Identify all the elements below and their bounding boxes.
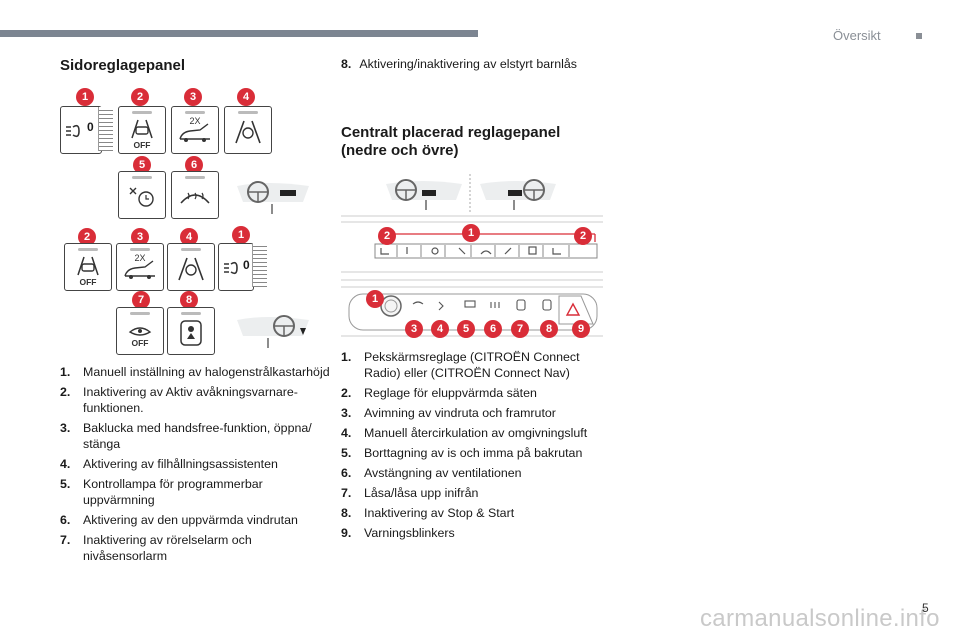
list-item: 8.Inaktivering av Stop & Start: [341, 506, 515, 520]
list-item: 5.Kontrollampa för programmerbar uppvärm…: [60, 477, 263, 507]
callout-badge: 1: [76, 88, 94, 106]
zero-label: 0: [243, 258, 250, 272]
child-lock-button: [167, 307, 215, 355]
lane-keeping-button: [167, 243, 215, 291]
tailgate-button: 2X: [171, 106, 219, 154]
list-item: 6.Avstängning av ventilationen: [341, 466, 522, 480]
heading-side-panel: Sidoreglagepanel: [60, 57, 186, 74]
side-panel-legend: 1.Manuell inställning av halogenstrålkas…: [60, 364, 330, 568]
callout-badge: 1: [462, 224, 480, 242]
callout-badge: 3: [184, 88, 202, 106]
list-item: 2.Inaktivering av Aktiv avåkningsvarnare…: [60, 385, 298, 415]
list-item: 2.Reglage för eluppvärmda säten: [341, 386, 537, 400]
list-item: 4.Aktivering av filhållningsassistenten: [60, 457, 278, 471]
alarm-icon: [128, 327, 152, 336]
lane-warning-icon: [131, 119, 153, 139]
callout-badge: 1: [232, 226, 250, 244]
fan-clock-icon: [129, 187, 154, 207]
steering-wheel-location-icon: [237, 315, 309, 348]
lane-departure-off-button: OFF: [118, 106, 166, 154]
lane-departure-off-button: OFF: [64, 243, 112, 291]
headlamp-level-button: [218, 243, 254, 291]
list-item: 1.Pekskärmsreglage (CITROËN Connect Radi…: [341, 350, 580, 380]
lane-keep-icon: [235, 120, 261, 144]
watermark: carmanualsonline.info: [700, 605, 940, 632]
lane-keep-icon: [178, 257, 204, 281]
callout-badge: 2: [131, 88, 149, 106]
steering-wheel-location-icon: [237, 181, 309, 214]
callout-badge: 4: [431, 320, 449, 338]
zero-label: 0: [87, 120, 94, 134]
callout-badge: 9: [572, 320, 590, 338]
list-item: 8.Aktivering/inaktivering av elstyrt bar…: [341, 57, 577, 71]
callout-badge: 1: [366, 290, 384, 308]
list-item: 6.Aktivering av den uppvärmda vindrutan: [60, 513, 298, 527]
callout-badge: 6: [185, 156, 203, 174]
callout-badge: 4: [237, 88, 255, 106]
thumbwheel-grille: [98, 107, 113, 151]
thumbwheel-grille: [252, 243, 267, 287]
callout-badge: 5: [133, 156, 151, 174]
callout-badge: 6: [484, 320, 502, 338]
callout-badge: 5: [457, 320, 475, 338]
heated-windscreen-button: [171, 171, 219, 219]
heading-central-panel: Centralt placerad reglagepanel(nedre och…: [341, 124, 561, 159]
callout-badge: 2: [78, 228, 96, 246]
list-item: 5.Borttagning av is och imma på bakrutan: [341, 446, 583, 460]
list-item: 4.Manuell återcirkulation av omgivningsl…: [341, 426, 588, 440]
list-item: 7.Låsa/låsa upp inifrån: [341, 486, 479, 500]
list-item: 1.Manuell inställning av halogenstrålkas…: [60, 365, 330, 379]
lane-warning-icon: [77, 256, 99, 276]
callout-badge: 2: [378, 227, 396, 245]
heated-windscreen-icon: [180, 192, 210, 204]
callout-badge: 3: [131, 228, 149, 246]
callout-badge: 7: [511, 320, 529, 338]
list-item: 7.Inaktivering av rörelselarm och nivåse…: [60, 533, 252, 563]
tailgate-icon: [179, 123, 210, 142]
headlamp-level-icon: [66, 124, 80, 138]
central-panel-legend: 1.Pekskärmsreglage (CITROËN Connect Radi…: [341, 349, 611, 545]
top-bar: [0, 30, 478, 37]
tailgate-button: 2X: [116, 243, 164, 291]
headlamp-level-icon: [224, 261, 238, 275]
callout-badge: 3: [405, 320, 423, 338]
callout-badge: 4: [180, 228, 198, 246]
callout-badge: 2: [574, 227, 592, 245]
callout-badge: 8: [540, 320, 558, 338]
alarm-off-button: OFF: [116, 307, 164, 355]
callout-badge: 7: [132, 291, 150, 309]
steering-wheel-location-icon: [386, 174, 556, 214]
lane-keeping-button: [224, 106, 272, 154]
headlamp-level-button: [60, 106, 102, 154]
programmable-heating-button: [118, 171, 166, 219]
section-marker: [916, 33, 922, 39]
tailgate-icon: [124, 260, 155, 279]
list-item: 3.Baklucka med handsfree-funktion, öppna…: [60, 421, 312, 451]
child-lock-icon: [180, 320, 202, 346]
list-item: 3.Avimning av vindruta och framrutor: [341, 406, 556, 420]
page-number: 5: [922, 601, 929, 615]
section-title: Översikt: [833, 28, 881, 43]
list-item: 9.Varningsblinkers: [341, 526, 455, 540]
callout-badge: 8: [180, 291, 198, 309]
